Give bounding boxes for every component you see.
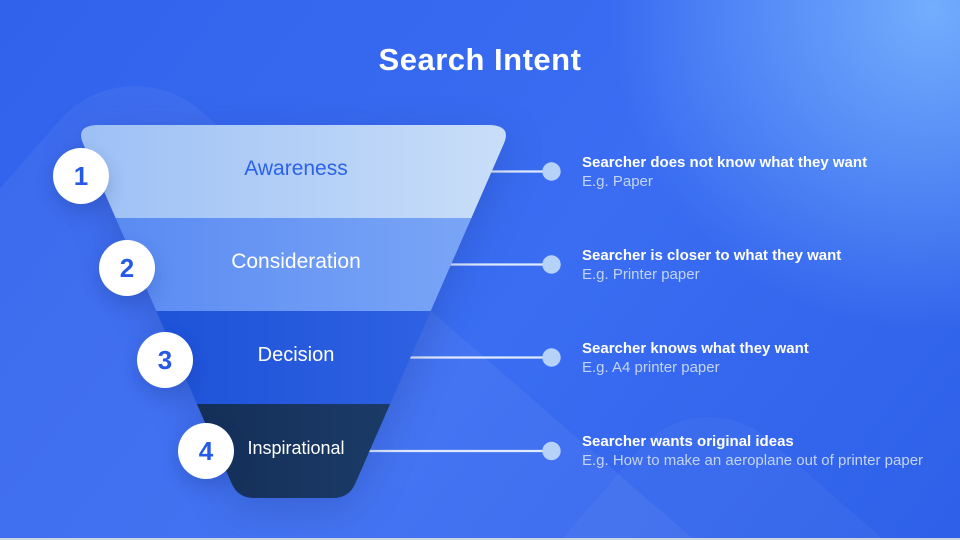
step-number-text: 3 <box>157 344 173 375</box>
step-number-badge-2: 2 <box>99 240 155 296</box>
annotation-heading: Searcher is closer to what they want <box>582 247 842 264</box>
annotation-heading: Searcher wants original ideas <box>582 433 794 450</box>
bottom-edge-strip <box>0 538 960 540</box>
funnel-label-decision: Decision <box>257 344 335 366</box>
connector-lines <box>366 170 545 453</box>
step-number-badge-3: 3 <box>137 332 193 388</box>
annotation-heading: Searcher does not know what they want <box>582 154 868 171</box>
connector-dot-3 <box>542 348 561 367</box>
annotation-heading: Searcher knows what they want <box>582 340 809 357</box>
connector-dot-1 <box>542 162 561 181</box>
step-number-text: 4 <box>198 435 214 466</box>
annotation-decision: Searcher knows what they want E.g. A4 pr… <box>582 339 942 378</box>
funnel-label-consideration: Consideration <box>231 250 361 273</box>
annotation-example: E.g. Paper <box>582 173 653 190</box>
annotation-example: E.g. A4 printer paper <box>582 359 720 376</box>
step-number-text: 2 <box>119 252 135 283</box>
annotation-awareness: Searcher does not know what they want E.… <box>582 153 942 192</box>
funnel-level-2-consideration-shape <box>115 218 472 311</box>
funnel-label-awareness: Awareness <box>244 157 348 180</box>
funnel-level-4-inspirational-shape <box>196 404 391 498</box>
page-title: Search Intent <box>378 42 582 77</box>
funnel-level-1-awareness-shape <box>81 125 506 218</box>
annotation-example: E.g. How to make an aeroplane out of pri… <box>582 452 924 469</box>
step-number-badge-1: 1 <box>53 148 109 204</box>
connector-dot-4 <box>542 441 561 461</box>
connector-dots <box>542 162 561 461</box>
annotation-consideration: Searcher is closer to what they want E.g… <box>582 246 942 285</box>
annotation-inspirational: Searcher wants original ideas E.g. How t… <box>582 432 942 471</box>
step-number-badge-4: 4 <box>178 423 234 479</box>
funnel-label-inspirational: Inspirational <box>247 438 345 458</box>
funnel-level-3-decision-shape <box>156 311 431 404</box>
step-number-text: 1 <box>73 160 89 191</box>
annotation-example: E.g. Printer paper <box>582 266 700 283</box>
connector-dot-2 <box>542 255 561 274</box>
